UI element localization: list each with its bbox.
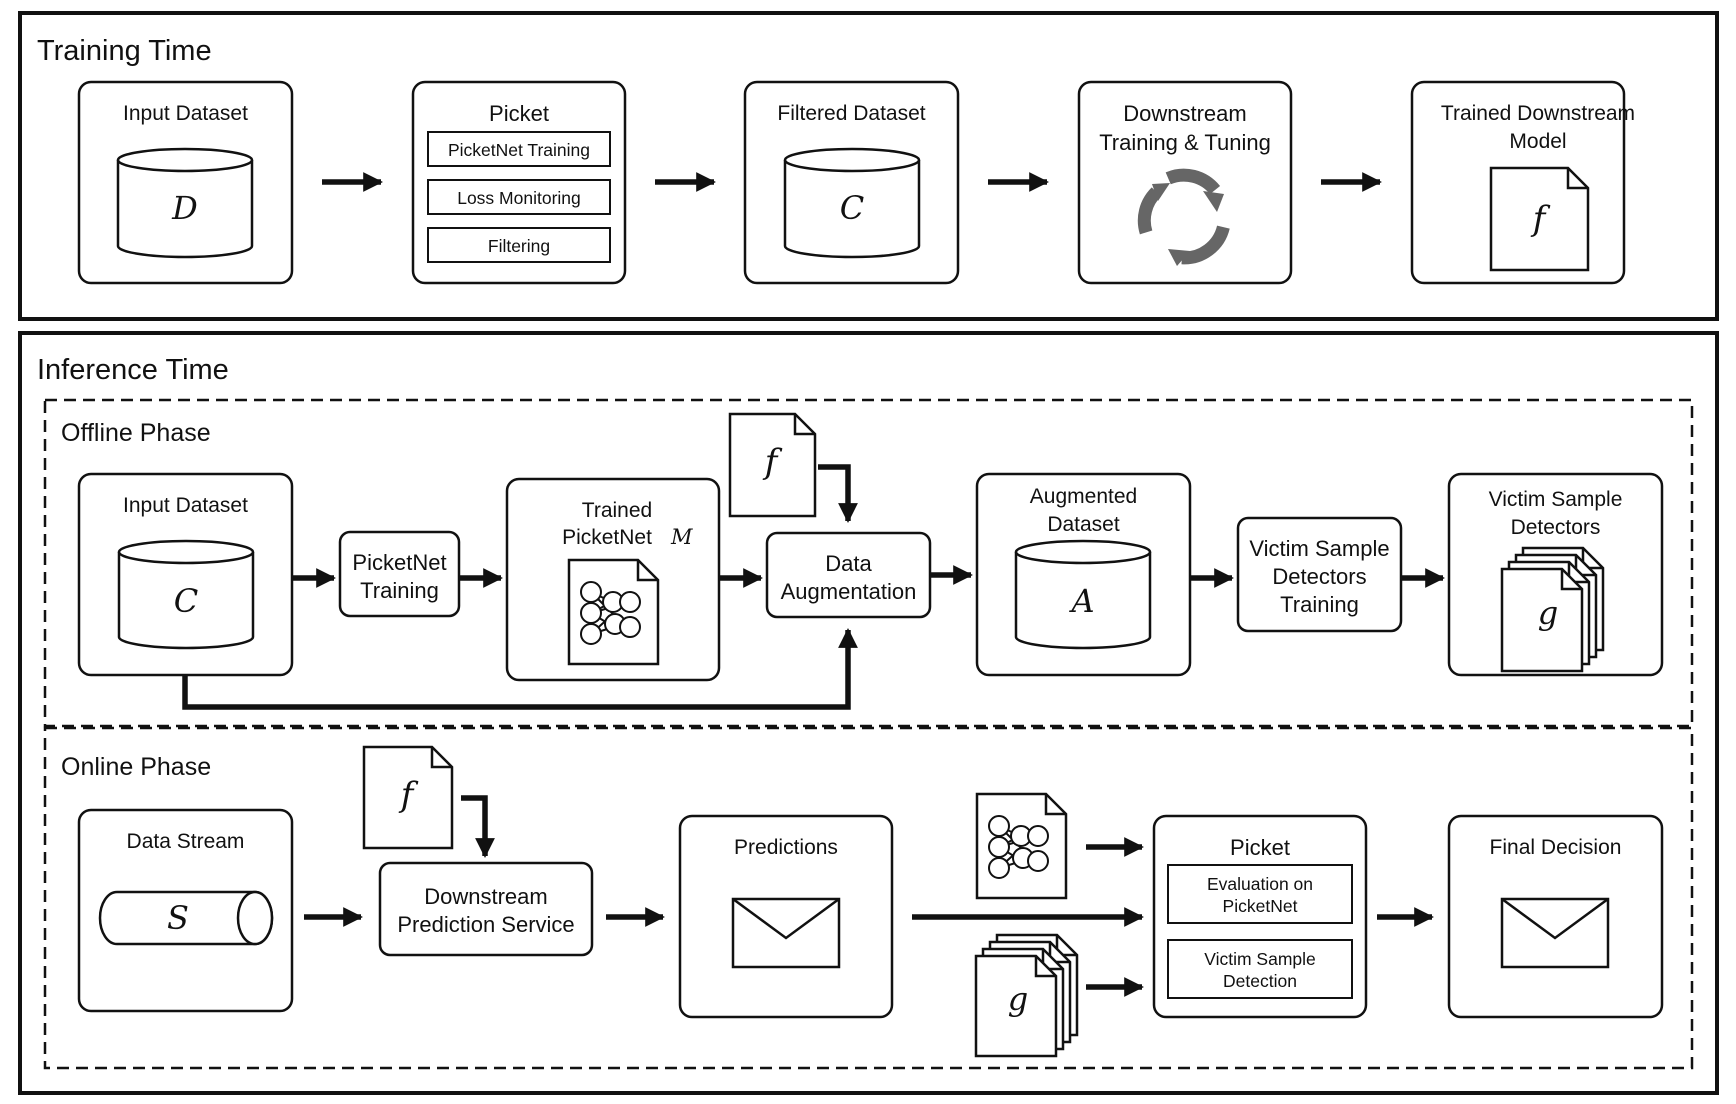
picket-step-label: Loss Monitoring <box>457 188 581 208</box>
arrow-model-to-augmentation <box>818 464 858 523</box>
arrow-model-to-prediction-service <box>461 795 495 858</box>
database-icon <box>117 539 255 650</box>
envelope-icon <box>1500 897 1610 969</box>
stream-pipe-icon <box>98 890 274 946</box>
document-icon <box>1489 166 1590 272</box>
offline-model-document: f <box>728 412 817 518</box>
picket-step-box <box>427 227 611 263</box>
training-time-section: Training Time Input Dataset D Picket Pic… <box>18 11 1719 321</box>
training-input-dataset-label: Input Dataset <box>123 102 248 125</box>
training-picket-node: Picket PicketNet Training Loss Monitorin… <box>411 80 627 285</box>
downstream-training-node: Downstream Training & Tuning <box>1077 80 1293 285</box>
refresh-cycle-icon <box>1137 168 1230 266</box>
final-decision-label: Final Decision <box>1490 836 1622 859</box>
picket-title: Picket <box>489 101 549 126</box>
data-stream-node: Data Stream S <box>77 808 294 1013</box>
detectors-training-label-line1: Victim Sample <box>1249 536 1389 561</box>
predictions-label: Predictions <box>734 836 838 859</box>
filtered-dataset-label: Filtered Dataset <box>777 102 925 125</box>
stacked-documents-icon <box>974 933 1079 1058</box>
data-augmentation-node: Data Augmentation <box>765 531 932 619</box>
prediction-service-label-line2: Prediction Service <box>397 912 574 937</box>
downstream-training-label-line1: Downstream <box>1123 101 1246 126</box>
augmented-dataset-label-line1: Augmented <box>1030 485 1137 508</box>
detectors-label-line2: Detectors <box>1511 516 1601 539</box>
picket-step-box <box>427 131 611 167</box>
offline-input-dataset-node: Input Dataset C <box>77 472 294 677</box>
predictions-node: Predictions <box>678 814 894 1019</box>
picket-step-label: PicketNet Training <box>448 140 590 160</box>
trained-picketnet-label-line1: Trained <box>582 499 652 522</box>
dataset-symbol-c: C <box>840 189 864 227</box>
offline-input-dataset-label: Input Dataset <box>123 494 248 517</box>
inference-time-section: Inference Time Offline Phase Input Datas… <box>18 331 1719 1095</box>
arrow-dataset-to-augmentation <box>182 628 858 710</box>
picketnet-training-label-line2: Training <box>360 578 439 603</box>
trained-picketnet-label-line2: PicketNet <box>562 526 652 549</box>
online-detectors-document: g <box>974 933 1079 1058</box>
data-stream-label: Data Stream <box>127 830 245 853</box>
prediction-service-label-line1: Downstream <box>424 884 547 909</box>
detectors-training-label-line2: Detectors <box>1272 564 1366 589</box>
picketnet-document-icon <box>975 792 1068 900</box>
detectors-training-node: Victim Sample Detectors Training <box>1236 516 1403 633</box>
training-time-title: Training Time <box>37 35 212 67</box>
picketnet-training-node: PicketNet Training <box>338 530 461 618</box>
picketnet-training-label-line1: PicketNet <box>352 550 446 575</box>
detectors-label-line1: Victim Sample <box>1489 488 1623 511</box>
data-augmentation-label-line1: Data <box>825 551 872 576</box>
detectors-symbol-g: g <box>1008 980 1028 1018</box>
final-decision-node: Final Decision <box>1447 814 1664 1019</box>
prediction-service-node: Downstream Prediction Service <box>378 861 594 957</box>
database-icon <box>783 147 921 259</box>
online-picket-title: Picket <box>1230 835 1290 860</box>
detection-label-line2: Detection <box>1223 971 1297 991</box>
picketnet-symbol-m: M <box>670 525 693 549</box>
downstream-training-label-line2: Training & Tuning <box>1099 130 1271 155</box>
dataset-symbol-c: C <box>174 582 198 620</box>
neural-network-document-icon <box>567 558 660 666</box>
evaluation-picketnet-box <box>1167 864 1353 924</box>
online-phase-section: Online Phase Data Stream S f <box>43 726 1694 1070</box>
picket-step-label: Filtering <box>488 236 550 256</box>
augmented-dataset-label-line2: Dataset <box>1047 513 1120 536</box>
victim-sample-detection-box <box>1167 939 1353 999</box>
trained-model-label-line1: Trained Downstream <box>1441 102 1635 125</box>
dataset-symbol-d: D <box>171 189 198 227</box>
evaluation-label-line2: PicketNet <box>1223 896 1298 916</box>
dataset-symbol-a: A <box>1068 582 1094 620</box>
detectors-symbol-g: g <box>1538 594 1558 632</box>
picket-step-box <box>427 179 611 215</box>
training-input-dataset-node: Input Dataset D <box>77 80 294 285</box>
offline-phase-title: Offline Phase <box>61 419 211 447</box>
evaluation-label-line1: Evaluation on <box>1207 874 1313 894</box>
online-phase-title: Online Phase <box>61 753 211 781</box>
detection-label-line1: Victim Sample <box>1204 949 1316 969</box>
offline-phase-section: Offline Phase Input Dataset C PicketNet … <box>43 398 1694 728</box>
data-augmentation-label-line2: Augmentation <box>781 579 917 604</box>
stream-symbol-s: S <box>167 899 189 937</box>
stacked-documents-icon <box>1500 546 1605 673</box>
trained-model-node: Trained Downstream Model f <box>1410 80 1635 285</box>
trained-picketnet-node: Trained PicketNet M <box>505 477 721 682</box>
detectors-training-label-line3: Training <box>1280 592 1359 617</box>
trained-model-label-line2: Model <box>1509 130 1566 153</box>
envelope-icon <box>731 897 841 969</box>
database-icon <box>116 147 254 259</box>
online-picket-node: Picket Evaluation on PicketNet Victim Sa… <box>1152 814 1368 1019</box>
database-icon <box>1014 539 1152 650</box>
filtered-dataset-node: Filtered Dataset C <box>743 80 960 285</box>
augmented-dataset-node: Augmented Dataset A <box>975 472 1192 677</box>
victim-sample-detectors-node: Victim Sample Detectors g <box>1447 472 1664 677</box>
online-model-document: f <box>362 745 454 850</box>
inference-time-title: Inference Time <box>37 354 229 386</box>
